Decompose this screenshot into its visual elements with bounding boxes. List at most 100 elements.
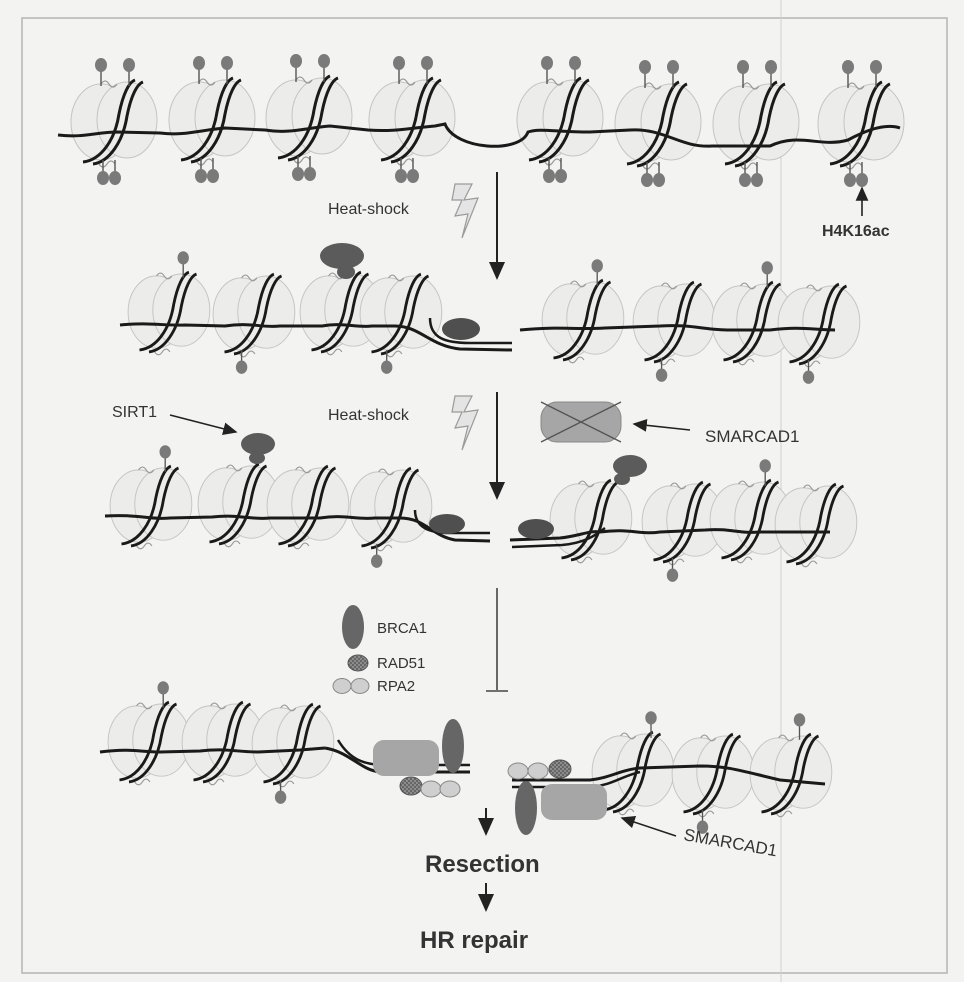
nucleosome — [169, 56, 255, 183]
smarcad1-inhibited — [541, 402, 621, 442]
nucleosome — [550, 480, 632, 563]
sirt1-protein-tail — [249, 452, 265, 464]
sirt1-protein-row2 — [320, 243, 364, 269]
legend-brca1-label: BRCA1 — [377, 620, 427, 637]
legend-rad51-label: RAD51 — [377, 655, 425, 672]
nucleosome — [128, 251, 210, 355]
legend-rad51-icon — [348, 655, 368, 671]
rpa2-right-2 — [528, 763, 548, 779]
h4k16ac-mark — [304, 167, 316, 181]
smarcad1-label-bottom: SMARCAD1 — [682, 825, 778, 860]
heat-shock-lightning-icon-2 — [452, 396, 478, 450]
h4k16ac-mark — [641, 173, 653, 187]
nucleosome — [517, 56, 603, 183]
rad51-right — [549, 760, 571, 778]
h4k16ac-mark — [290, 54, 302, 68]
h4k16ac-mark — [844, 173, 856, 187]
nucleosome — [633, 282, 715, 382]
h4k16ac-mark — [221, 56, 233, 70]
h4k16ac-mark — [760, 459, 771, 472]
h4k16ac-mark — [407, 169, 419, 183]
arrow-smarcad1-bottom — [622, 818, 676, 836]
nucleosome — [615, 60, 701, 187]
h4k16ac-mark — [751, 173, 763, 187]
h4k16ac-mark — [543, 169, 555, 183]
h4k16ac-mark — [842, 60, 854, 74]
legend-rpa2-icon-1 — [333, 679, 351, 694]
arrow-sirt1 — [170, 415, 236, 432]
hr-repair-label: HR repair — [420, 927, 528, 954]
inhibition-bar — [486, 588, 508, 691]
h4k16ac-mark — [653, 173, 665, 187]
h4k16ac-mark — [178, 251, 189, 264]
h4k16ac-mark — [541, 56, 553, 70]
rpa2-left-1 — [421, 781, 441, 797]
h4k16ac-mark — [195, 169, 207, 183]
nucleosome — [542, 259, 624, 363]
nucleosome — [266, 54, 352, 181]
heat-shock-lightning-icon-1 — [452, 184, 478, 238]
nucleosome — [71, 58, 157, 185]
legend-rpa2-icon-2 — [351, 679, 369, 694]
h4k16ac-mark — [97, 171, 109, 185]
rpa2-left-2 — [440, 781, 460, 797]
h4k16ac-mark — [275, 791, 286, 804]
h4k16ac-mark — [555, 169, 567, 183]
h4k16ac-mark — [292, 167, 304, 181]
h4k16ac-mark — [762, 261, 773, 274]
h4k16ac-mark — [656, 369, 667, 382]
h4k16ac-mark — [158, 681, 169, 694]
h4k16ac-mark — [667, 60, 679, 74]
h4k16ac-mark — [639, 60, 651, 74]
brca1-protein-left — [442, 719, 464, 773]
legend-brca1-icon — [342, 605, 364, 649]
rad51-left — [400, 777, 422, 795]
h4k16ac-mark — [667, 569, 678, 582]
rpa2-right-1 — [508, 763, 528, 779]
sirt1-label: SIRT1 — [112, 404, 157, 421]
h4k16ac-mark — [393, 56, 405, 70]
h4k16ac-mark — [765, 60, 777, 74]
h4k16ac-mark — [160, 445, 171, 458]
nucleosome — [672, 734, 754, 834]
nucleosome — [778, 284, 860, 384]
h4k16ac-mark — [803, 371, 814, 384]
sirt1-protein-row2-tail — [337, 265, 355, 279]
nucleosome — [252, 704, 334, 804]
nucleosome — [110, 445, 192, 549]
smarcad1-protein-left — [373, 740, 439, 776]
sirt1-protein-right-tail — [614, 473, 630, 485]
h4k16ac-mark — [870, 60, 882, 74]
h4k16ac-mark — [371, 555, 382, 568]
h4k16ac-mark — [318, 54, 330, 68]
h4k16ac-mark — [737, 60, 749, 74]
h4k16ac-mark — [236, 361, 247, 374]
h4k16ac-mark — [794, 713, 805, 726]
nucleosome — [267, 466, 349, 549]
heat-shock-label-1: Heat-shock — [328, 201, 410, 218]
h4k16ac-mark — [856, 173, 868, 187]
h4k16ac-mark — [395, 169, 407, 183]
h4k16ac-mark — [739, 173, 751, 187]
smarcad1-protein-right — [541, 784, 607, 820]
nucleosome — [182, 702, 264, 785]
smarcad1-label-top: SMARCAD1 — [705, 427, 799, 446]
sirt1-protein-right — [613, 455, 647, 477]
nucleosome — [713, 60, 799, 187]
resection-label: Resection — [425, 851, 540, 878]
bound-protein-left — [429, 514, 465, 534]
nucleosome — [775, 484, 857, 567]
nucleosome — [108, 681, 190, 785]
h4k16ac-mark — [109, 171, 121, 185]
heat-shock-label-2: Heat-shock — [328, 407, 410, 424]
h4k16ac-mark — [381, 361, 392, 374]
sirt1-protein — [241, 433, 275, 455]
h4k16ac-mark — [95, 58, 107, 72]
nucleosome — [750, 713, 832, 817]
h4k16ac-mark — [592, 259, 603, 272]
h4k16ac-mark — [421, 56, 433, 70]
nucleosome — [369, 56, 455, 183]
h4k16ac-mark — [123, 58, 135, 72]
h4k16ac-mark — [569, 56, 581, 70]
